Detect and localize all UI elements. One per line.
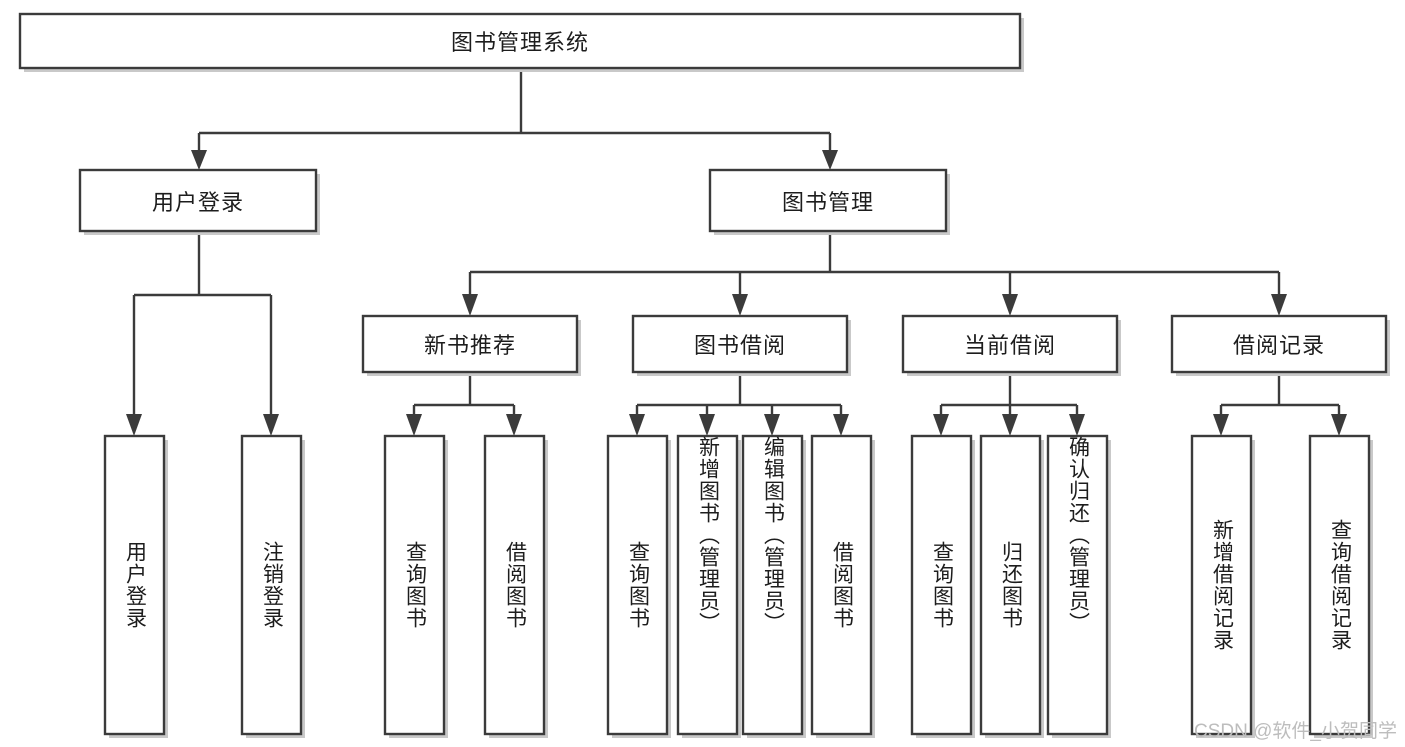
- node-box-leaf-return-book[interactable]: [979, 434, 1042, 736]
- node-box-book-manage[interactable]: [708, 168, 948, 233]
- arrowhead-user-login: [191, 150, 207, 170]
- node-box-user-login[interactable]: [78, 168, 318, 233]
- node-box-leaf-query-record[interactable]: [1308, 434, 1371, 736]
- arrowhead-leaf-query-book-3: [933, 414, 949, 436]
- node-box-current-borrow[interactable]: [901, 314, 1119, 374]
- arrowhead-new-book-rec: [462, 294, 478, 316]
- arrowhead-leaf-query-book-1: [406, 414, 422, 436]
- arrowhead-leaf-user-login: [126, 414, 142, 436]
- node-boxes: [18, 12, 1390, 738]
- arrowhead-current-borrow: [1002, 294, 1018, 316]
- node-box-leaf-logout[interactable]: [240, 434, 303, 736]
- node-box-root[interactable]: [18, 12, 1022, 70]
- connectors: [126, 72, 1347, 436]
- node-box-leaf-borrow-book-2[interactable]: [810, 434, 873, 736]
- arrowhead-leaf-borrow-book-2: [833, 414, 849, 436]
- node-box-leaf-confirm-return[interactable]: [1046, 434, 1109, 736]
- node-box-leaf-add-book[interactable]: [676, 434, 739, 736]
- arrowhead-leaf-query-book-2: [629, 414, 645, 436]
- arrowhead-book-manage: [822, 150, 838, 170]
- arrowhead-leaf-borrow-book-1: [506, 414, 522, 436]
- arrowhead-borrow-record: [1271, 294, 1287, 316]
- node-box-leaf-add-record[interactable]: [1190, 434, 1253, 736]
- arrowhead-leaf-add-book: [699, 414, 715, 436]
- node-box-leaf-edit-book[interactable]: [741, 434, 804, 736]
- node-box-new-book-rec[interactable]: [361, 314, 579, 374]
- node-box-leaf-query-book-1[interactable]: [383, 434, 446, 736]
- arrowhead-leaf-return-book: [1002, 414, 1018, 436]
- node-box-leaf-borrow-book-1[interactable]: [483, 434, 546, 736]
- arrowhead-leaf-add-record: [1213, 414, 1229, 436]
- arrowhead-book-borrow: [732, 294, 748, 316]
- arrowhead-leaf-logout: [263, 414, 279, 436]
- node-box-leaf-user-login[interactable]: [103, 434, 166, 736]
- node-box-book-borrow[interactable]: [631, 314, 849, 374]
- node-box-leaf-query-book-3[interactable]: [910, 434, 973, 736]
- node-box-leaf-query-book-2[interactable]: [606, 434, 669, 736]
- arrowhead-leaf-edit-book: [764, 414, 780, 436]
- arrowhead-leaf-confirm-return: [1069, 414, 1085, 436]
- node-box-borrow-record[interactable]: [1170, 314, 1388, 374]
- arrowhead-leaf-query-record: [1331, 414, 1347, 436]
